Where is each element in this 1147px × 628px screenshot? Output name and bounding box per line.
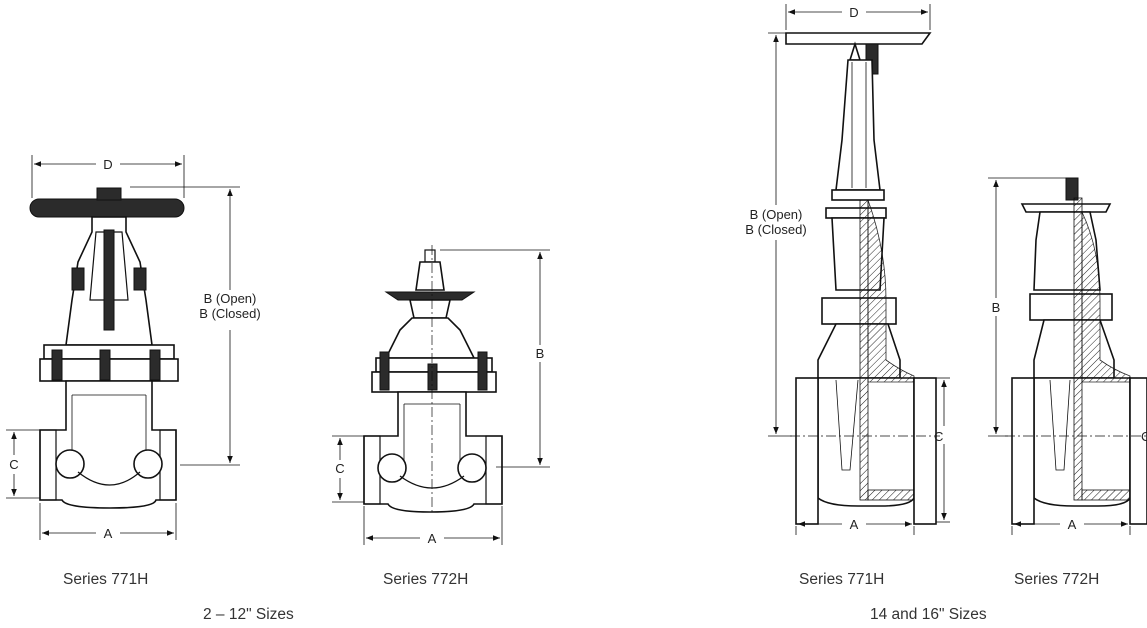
dim-a-label: A (428, 531, 437, 546)
valve-771h-large (785, 32, 940, 525)
dimensions-771h-small: D B (Open) B (Closed) C A (6, 155, 261, 541)
dim-b-label: B (536, 346, 545, 361)
valve-caption: Series 772H (1014, 571, 1100, 588)
dim-b-label: B (992, 300, 1001, 315)
stem (103, 229, 115, 331)
dim-d-label: D (849, 5, 858, 20)
size-group-caption: 14 and 16" Sizes (870, 606, 987, 623)
valve-771h-small (29, 187, 185, 509)
hand-guard (1020, 203, 1112, 213)
valve-caption: Series 772H (383, 571, 469, 588)
valve-caption: Series 771H (63, 571, 149, 588)
handwheel (785, 32, 932, 45)
dim-d-label: D (103, 157, 112, 172)
dimensions-772h-small: B C A (332, 249, 550, 546)
dim-b-closed-label: B (Closed) (745, 222, 806, 237)
dim-a-label: A (104, 526, 113, 541)
valve-body (39, 380, 177, 509)
dim-a-label: A (1068, 517, 1077, 532)
dim-b-open-label: B (Open) (204, 291, 257, 306)
operating-nut (424, 249, 436, 263)
dim-c-label: C (9, 457, 18, 472)
dim-b-open-label: B (Open) (750, 207, 803, 222)
valve-772h-large (1005, 177, 1147, 525)
dim-b-closed-label: B (Closed) (199, 306, 260, 321)
handwheel (29, 198, 185, 218)
dimensions-771h-large: D B (Open) B (Closed) C A (745, 4, 950, 535)
valve-caption: Series 771H (799, 571, 885, 588)
dimensions-772h-large: B A C (988, 177, 1147, 535)
dim-c-label: C (1141, 429, 1147, 444)
valve-772h-small (363, 245, 503, 515)
dim-c-label: C (934, 429, 943, 444)
hand-guard (384, 291, 476, 301)
yoke (835, 59, 881, 191)
stem-nut (96, 187, 122, 201)
dim-c-label: C (335, 461, 344, 476)
size-group-caption: 2 – 12" Sizes (203, 606, 294, 623)
dim-a-label: A (850, 517, 859, 532)
operating-nut (1065, 177, 1079, 201)
valve-body (363, 391, 503, 513)
